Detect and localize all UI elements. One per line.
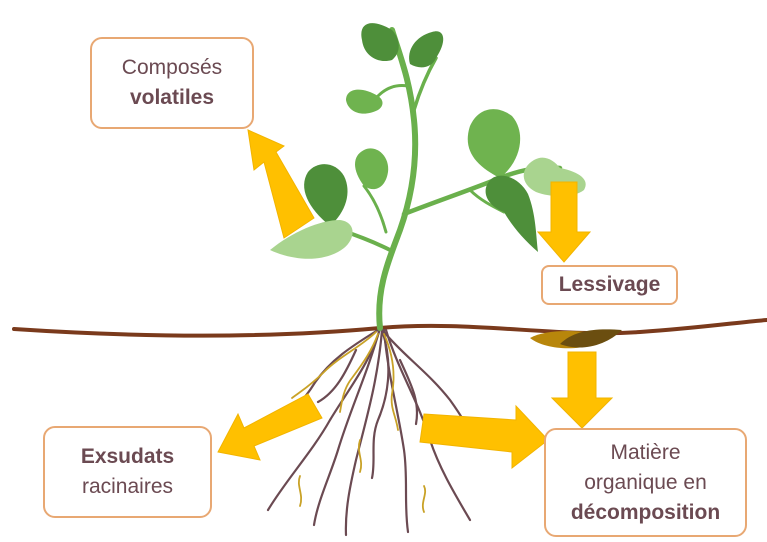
lessivage-line-1: Lessivage xyxy=(559,270,661,300)
soil-surface-line xyxy=(14,320,767,336)
exsudats-line-2: racinaires xyxy=(82,472,173,502)
matiere-line-2: organique en xyxy=(584,468,707,498)
label-lessivage: Lessivage xyxy=(541,265,678,305)
matiere-line-1: Matière xyxy=(610,438,680,468)
exsudats-line-1: Exsudats xyxy=(81,442,174,472)
plant-leaves xyxy=(270,23,586,259)
arrow-to-matiere-from-litter xyxy=(552,352,612,428)
volatiles-line-1: Composés xyxy=(122,53,222,83)
volatiles-line-2: volatiles xyxy=(130,83,214,113)
arrow-to-volatiles xyxy=(248,130,314,238)
label-exsudats-racinaires: Exsudats racinaires xyxy=(43,426,212,518)
matiere-line-3: décomposition xyxy=(571,498,720,528)
arrow-to-matiere-from-roots xyxy=(420,406,548,468)
label-matiere-organique: Matière organique en décomposition xyxy=(544,428,747,537)
label-composes-volatiles: Composés volatiles xyxy=(90,37,254,129)
arrow-to-exsudats xyxy=(218,394,322,460)
